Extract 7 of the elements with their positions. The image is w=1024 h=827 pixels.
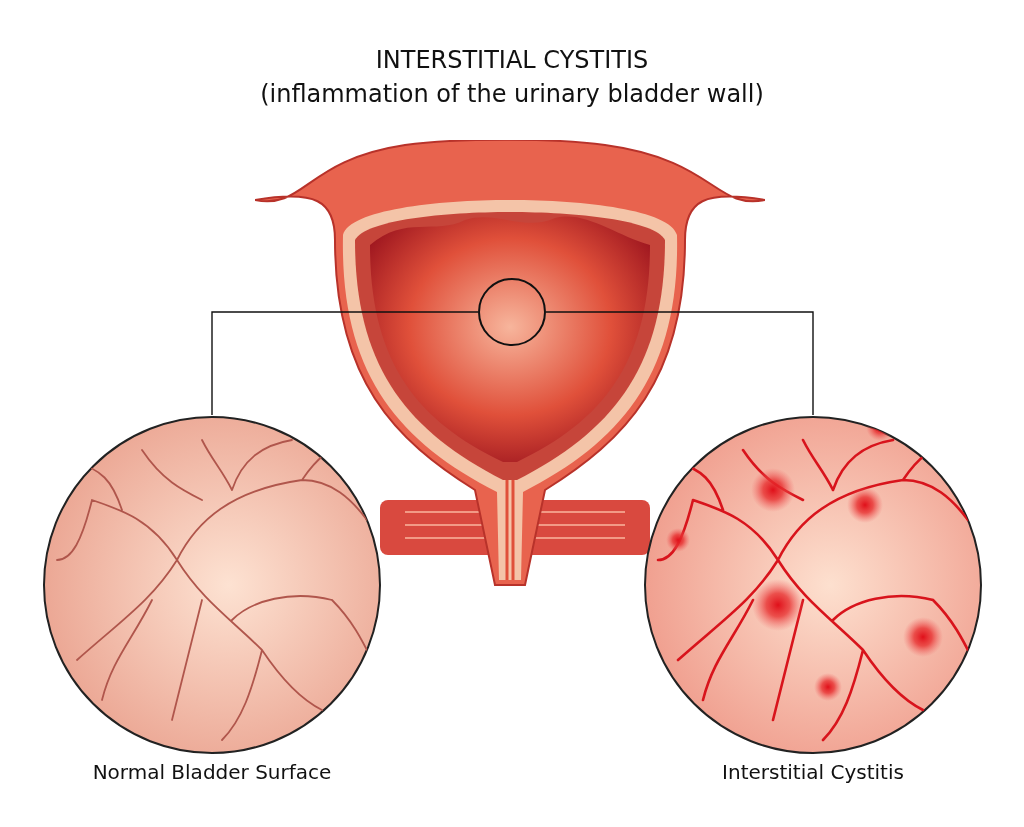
leader-line <box>545 311 814 416</box>
node-label: Normal Bladder Surface <box>92 760 332 784</box>
title: INTERSTITIAL CYSTITIS <box>375 46 649 74</box>
leader-line <box>211 311 479 416</box>
node-label: Interstitial Cystitis <box>722 760 904 784</box>
magnifier-circle <box>478 278 546 346</box>
subtitle: (inflammation of the urinary bladder wall) <box>260 80 764 108</box>
